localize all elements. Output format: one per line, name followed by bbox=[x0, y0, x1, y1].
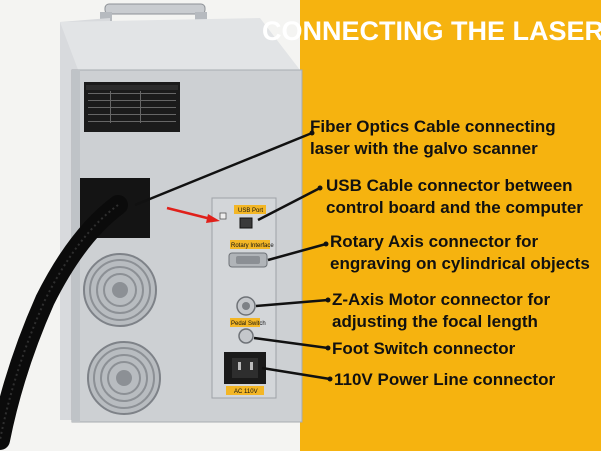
callout-line-fiber bbox=[134, 131, 313, 207]
yellow-panel bbox=[300, 0, 601, 451]
callout-rotary-line1: Rotary Axis connector for bbox=[330, 232, 539, 251]
callout-usb-line1: USB Cable connector between bbox=[326, 176, 573, 195]
callout-line-z-axis bbox=[255, 298, 329, 308]
rotary-label-plate bbox=[230, 240, 270, 249]
usb-label-plate bbox=[234, 205, 266, 214]
cooling-fan-top bbox=[83, 253, 157, 327]
red-arrow-line bbox=[166, 206, 216, 222]
page-title: CONNECTING THE LASER bbox=[262, 16, 601, 46]
callout-z-axis: Z-Axis Motor connector for adjusting the… bbox=[332, 289, 550, 333]
cooling-fan-bottom bbox=[87, 341, 161, 415]
callout-fiber-line2: laser with the galvo scanner bbox=[310, 139, 538, 158]
callout-line-foot-switch bbox=[253, 336, 329, 350]
callout-lines bbox=[134, 131, 331, 381]
spec-plate bbox=[84, 82, 180, 132]
case-top bbox=[60, 18, 300, 75]
power-label-plate bbox=[226, 386, 264, 395]
callout-usb: USB Cable connector between control boar… bbox=[326, 175, 583, 219]
callout-z-axis-line1: Z-Axis Motor connector for bbox=[332, 290, 551, 309]
red-arrow-head bbox=[206, 214, 220, 223]
callout-power: 110V Power Line connector bbox=[334, 369, 555, 391]
callout-foot-switch: Foot Switch connector bbox=[332, 338, 515, 360]
callout-power-line1: 110V Power Line connector bbox=[334, 370, 556, 389]
callout-line-usb bbox=[257, 186, 321, 222]
foot-switch-label-plate bbox=[230, 318, 260, 327]
callout-dots bbox=[309, 130, 333, 382]
callout-rotary: Rotary Axis connector for engraving on c… bbox=[330, 231, 590, 275]
status-led bbox=[219, 212, 227, 220]
callout-fiber: Fiber Optics Cable connecting laser with… bbox=[310, 116, 556, 160]
callout-z-axis-line2: adjusting the focal length bbox=[332, 312, 538, 331]
callout-rotary-line2: engraving on cylindrical objects bbox=[330, 254, 590, 273]
foot-switch-label: Pedal Switch bbox=[231, 321, 266, 327]
usb-label: USB Port bbox=[238, 208, 263, 214]
foot-switch-connector bbox=[238, 328, 254, 344]
callout-fiber-line1: Fiber Optics Cable connecting bbox=[310, 117, 556, 136]
rotary-label: Rotary Interface bbox=[231, 243, 274, 249]
callout-line-power bbox=[261, 366, 331, 381]
callout-foot-switch-line1: Foot Switch connector bbox=[332, 339, 516, 358]
callout-line-rotary bbox=[267, 242, 327, 262]
callout-usb-line2: control board and the computer bbox=[326, 198, 583, 217]
usb-port bbox=[239, 217, 253, 229]
power-label: AC 110V bbox=[234, 389, 258, 395]
